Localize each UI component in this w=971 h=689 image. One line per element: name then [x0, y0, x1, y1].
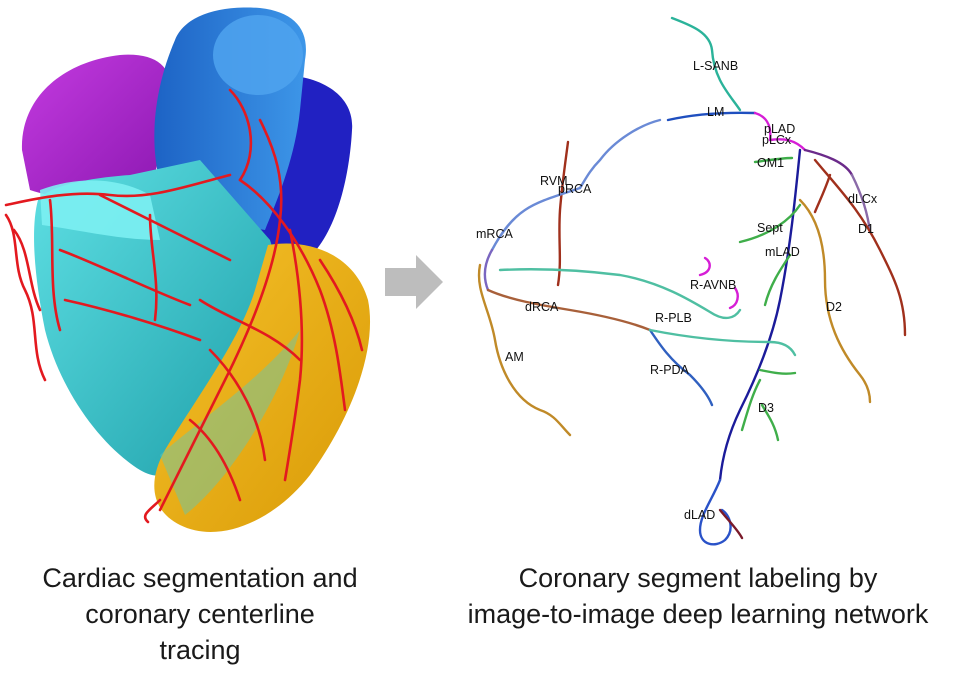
label-mlad: mLAD [765, 245, 800, 259]
vessel-d2 [798, 198, 872, 404]
caption-right-line: Coronary segment labeling by [518, 563, 878, 593]
label-r-pda: R-PDA [650, 363, 690, 377]
label-prca: pRCA [558, 182, 592, 196]
label-dlcx: dLCx [848, 192, 878, 206]
caption-left-line: Cardiac segmentation and [42, 563, 358, 593]
vessel-l-sanb [670, 16, 742, 112]
vessel-dlad-tip [718, 508, 744, 540]
caption-left: Cardiac segmentation and coronary center… [0, 560, 400, 668]
vessel-plcx [803, 148, 854, 177]
caption-left-line: tracing [159, 635, 241, 665]
label-rvm: RVM [540, 174, 568, 188]
right-arrow-icon [385, 255, 443, 309]
vessel-am [477, 263, 572, 437]
vessel-r-pda [648, 328, 714, 407]
vessel-prca [490, 186, 582, 252]
label-r-plb: R-PLB [655, 311, 692, 325]
vessel-d1-branch [813, 173, 832, 214]
vessel-om1 [753, 156, 794, 164]
label-d1: D1 [858, 222, 874, 236]
vessel-rvm [556, 140, 570, 287]
vessel-lm [666, 111, 757, 122]
label-dlad: dLAD [684, 508, 715, 522]
label-plad: pLAD [764, 122, 795, 136]
vessel-mlad-side [763, 253, 792, 307]
vessel-plad [768, 138, 807, 152]
label-lm: LM [707, 105, 724, 119]
vessel-r-plb [498, 268, 742, 320]
label-l-sanb: L-SANB [693, 59, 738, 73]
vessel-d3 [740, 368, 797, 442]
vessel-mlad [718, 148, 802, 482]
coronary-tree [477, 16, 907, 546]
coronary-centerlines [4, 88, 364, 524]
segment-labels: L-SANB LM pLAD pLCx OM1 RVM pRCA dLCx D1… [476, 59, 878, 522]
vessel-prca-upper [578, 118, 662, 190]
aorta-opening [213, 15, 303, 95]
caption-left-line: coronary centerline [85, 599, 315, 629]
label-d2: D2 [826, 300, 842, 314]
label-r-avnb: R-AVNB [690, 278, 736, 292]
left-ventricle-shade [160, 330, 300, 515]
caption-right-line: image-to-image deep learning network [467, 599, 929, 629]
vessel-drca-branch [648, 328, 797, 357]
left-atrium [21, 54, 171, 202]
label-plcx: pLCx [762, 133, 792, 147]
label-drca: dRCA [525, 300, 559, 314]
vessel-r-avnb [698, 256, 739, 310]
label-am: AM [505, 350, 524, 364]
heart-model-icon [4, 7, 371, 532]
vessel-lm-tip [753, 111, 772, 142]
label-om1: OM1 [757, 156, 784, 170]
caption-right: Coronary segment labeling by image-to-im… [425, 560, 971, 632]
vessel-d1 [813, 158, 907, 337]
vessel-sept [738, 203, 802, 244]
label-d3: D3 [758, 401, 774, 415]
vessel-mrca [483, 248, 494, 292]
label-sept: Sept [757, 221, 783, 235]
vessel-drca [486, 288, 652, 332]
left-ventricle [154, 243, 371, 532]
vessel-dlcx [850, 173, 872, 234]
label-mrca: mRCA [476, 227, 513, 241]
